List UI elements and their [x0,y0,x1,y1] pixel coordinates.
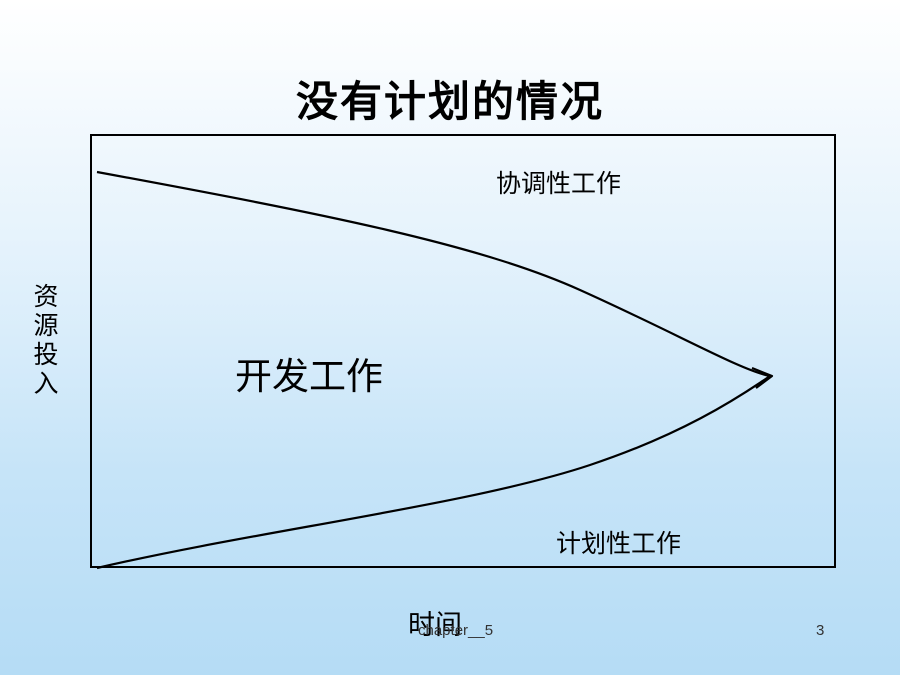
slide-title: 没有计划的情况 [295,77,604,126]
coordination-work-label: 协调性工作 [496,169,622,198]
footer-chapter-text: chapter__5 [418,622,494,639]
y-axis-label: 资源投入 [33,282,59,398]
page-number: 3 [816,622,825,639]
diagram-frame [90,134,836,568]
planning-work-label: 计划性工作 [556,529,682,558]
x-axis-label: 时间 [408,610,462,641]
development-work-label: 开发工作 [235,355,383,398]
